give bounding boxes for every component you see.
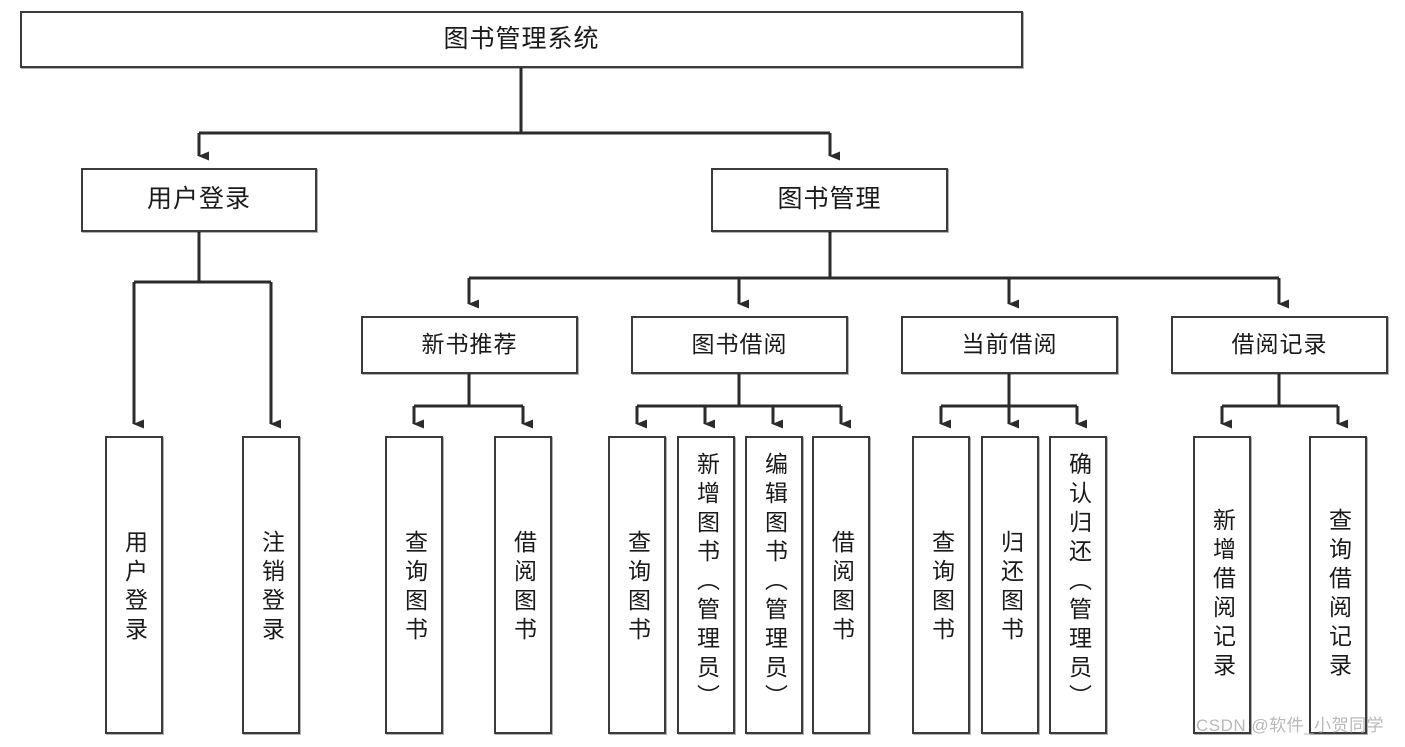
node-label: 注销登录	[258, 530, 285, 646]
node-label: 新增图书（管理员）	[693, 452, 720, 713]
leaf-user-login-login[interactable]: 用户登录	[105, 436, 163, 734]
node-label: 用户登录	[146, 185, 251, 214]
node-label: 图书借阅	[691, 331, 788, 358]
node-label: 归还图书	[997, 530, 1024, 646]
node-label: 查询图书	[401, 530, 428, 646]
node-label: 借阅记录	[1231, 331, 1328, 358]
node-label: 确认归还（管理员）	[1065, 452, 1092, 713]
node-label: 借阅图书	[510, 530, 537, 646]
leaf-book-borrow-edit[interactable]: 编辑图书（管理员）	[745, 436, 803, 734]
node-label: 查询图书	[624, 530, 651, 646]
node-user-login[interactable]: 用户登录	[81, 168, 317, 232]
node-label: 图书管理系统	[443, 24, 600, 53]
node-label: 用户登录	[121, 530, 148, 646]
node-label: 当前借阅	[961, 331, 1058, 358]
node-label: 图书管理	[777, 185, 882, 214]
leaf-current-borrow-query[interactable]: 查询图书	[912, 436, 970, 734]
leaf-current-borrow-confirm-return[interactable]: 确认归还（管理员）	[1049, 436, 1107, 734]
node-book-borrow[interactable]: 图书借阅	[631, 316, 848, 374]
node-label: 查询图书	[928, 530, 955, 646]
leaf-borrow-record-add[interactable]: 新增借阅记录	[1193, 436, 1251, 734]
node-label: 编辑图书（管理员）	[761, 452, 788, 713]
node-label: 新增借阅记录	[1209, 508, 1236, 682]
node-label: 新书推荐	[421, 331, 518, 358]
node-book-management[interactable]: 图书管理	[711, 168, 948, 232]
node-label: 借阅图书	[828, 530, 855, 646]
node-root-system[interactable]: 图书管理系统	[20, 11, 1023, 68]
node-label: 查询借阅记录	[1325, 508, 1352, 682]
node-current-borrow[interactable]: 当前借阅	[901, 316, 1118, 374]
leaf-book-borrow-query[interactable]: 查询图书	[608, 436, 666, 734]
leaf-user-login-logout[interactable]: 注销登录	[242, 436, 300, 734]
leaf-new-book-borrow[interactable]: 借阅图书	[494, 436, 552, 734]
leaf-book-borrow-add[interactable]: 新增图书（管理员）	[677, 436, 735, 734]
node-new-book-recommend[interactable]: 新书推荐	[361, 316, 578, 374]
node-borrow-record[interactable]: 借阅记录	[1171, 316, 1388, 374]
leaf-new-book-query[interactable]: 查询图书	[385, 436, 443, 734]
leaf-current-borrow-return[interactable]: 归还图书	[981, 436, 1039, 734]
leaf-borrow-record-query[interactable]: 查询借阅记录	[1309, 436, 1367, 734]
leaf-book-borrow-borrow[interactable]: 借阅图书	[812, 436, 870, 734]
